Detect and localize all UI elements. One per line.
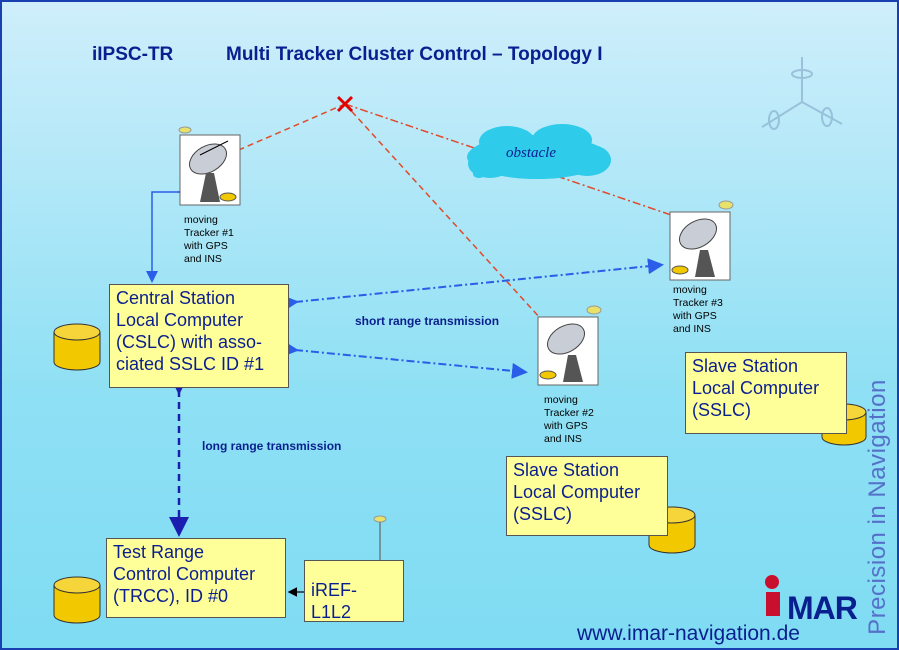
imar-logo-mar: MAR (787, 590, 858, 626)
trcc-line-3: (TRCC), ID #0 (113, 586, 229, 606)
database-icon-trcc (53, 576, 101, 624)
website-url: www.imar-navigation.de (577, 622, 800, 645)
sslc-bottom-line-2: Local Computer (513, 482, 641, 502)
target-line-2 (344, 103, 563, 343)
tracker-1-line-2: Tracker #1 (184, 227, 234, 239)
tracker-1-label: moving Tracker #1 with GPS and INS (184, 214, 234, 266)
cslc-line-2: Local Computer (116, 310, 244, 330)
tracker-2-icon (537, 305, 602, 386)
tracker-1-line-1: moving (184, 214, 218, 226)
iref-label: iREF-L1L2 (311, 580, 357, 622)
tracker-3-line-3: with GPS (673, 310, 717, 322)
page-title: Multi Tracker Cluster Control – Topology… (226, 44, 603, 65)
tracker-2-label: moving Tracker #2 with GPS and INS (544, 394, 594, 446)
imar-logo-icon (765, 575, 780, 616)
tracker-3-line-1: moving (673, 284, 707, 296)
antenna-icon (373, 515, 387, 560)
sslc-top-line-3: (SSLC) (692, 400, 752, 420)
tracker-3-line-4: and INS (673, 323, 711, 335)
tracker-1-icon (178, 126, 241, 206)
axes-icon (761, 57, 843, 130)
tracker-1-line-4: and INS (184, 253, 222, 265)
target-x-icon (336, 95, 354, 113)
tracker-3-line-2: Tracker #3 (673, 297, 723, 309)
sslc-top-line-1: Slave Station (692, 356, 799, 376)
short-range-label: short range transmission (355, 314, 500, 328)
cslc-line-3: (CSLC) with asso- (116, 332, 263, 352)
tracker-2-line-3: with GPS (544, 420, 588, 432)
obstacle-label: obstacle (506, 145, 556, 161)
cslc-box: Central Station Local Computer (CSLC) wi… (109, 284, 289, 388)
cloud-icon (467, 124, 611, 179)
tracker-3-label: moving Tracker #3 with GPS and INS (673, 284, 723, 336)
cslc-line-1: Central Station (116, 288, 236, 308)
trcc-line-2: Control Computer (113, 564, 256, 584)
imar-logo: MAR (787, 590, 858, 627)
sslc-bottom-line-1: Slave Station (513, 460, 620, 480)
target-line-1 (233, 103, 346, 153)
trcc-line-1: Test Range (113, 542, 205, 562)
tracker-2-line-4: and INS (544, 433, 582, 445)
cslc-line-4: ciated SSLC ID #1 (116, 354, 265, 374)
tracker-2-line-2: Tracker #2 (544, 407, 594, 419)
sslc-bottom-line-3: (SSLC) (513, 504, 573, 524)
tracker-3-icon (669, 200, 734, 281)
product-title: iIPSC-TR (92, 44, 174, 65)
tracker-2-line-1: moving (544, 394, 578, 406)
tracker1-link (146, 186, 189, 283)
iref-box: iREF-L1L2 (304, 560, 404, 622)
sslc-top-line-2: Local Computer (692, 378, 820, 398)
target-line-3 (344, 103, 678, 218)
short-link-t3 (282, 258, 664, 312)
sslc-box-top: Slave Station Local Computer (SSLC) (685, 352, 847, 434)
database-icon-cslc (53, 323, 101, 371)
slogan: Precision in Navigation (864, 379, 891, 635)
sslc-box-bottom: Slave Station Local Computer (SSLC) (506, 456, 668, 536)
trcc-box: Test Range Control Computer (TRCC), ID #… (106, 538, 286, 618)
long-range-label: long range transmission (202, 439, 342, 453)
short-link-t2 (282, 340, 528, 379)
tracker-1-line-3: with GPS (184, 240, 228, 252)
